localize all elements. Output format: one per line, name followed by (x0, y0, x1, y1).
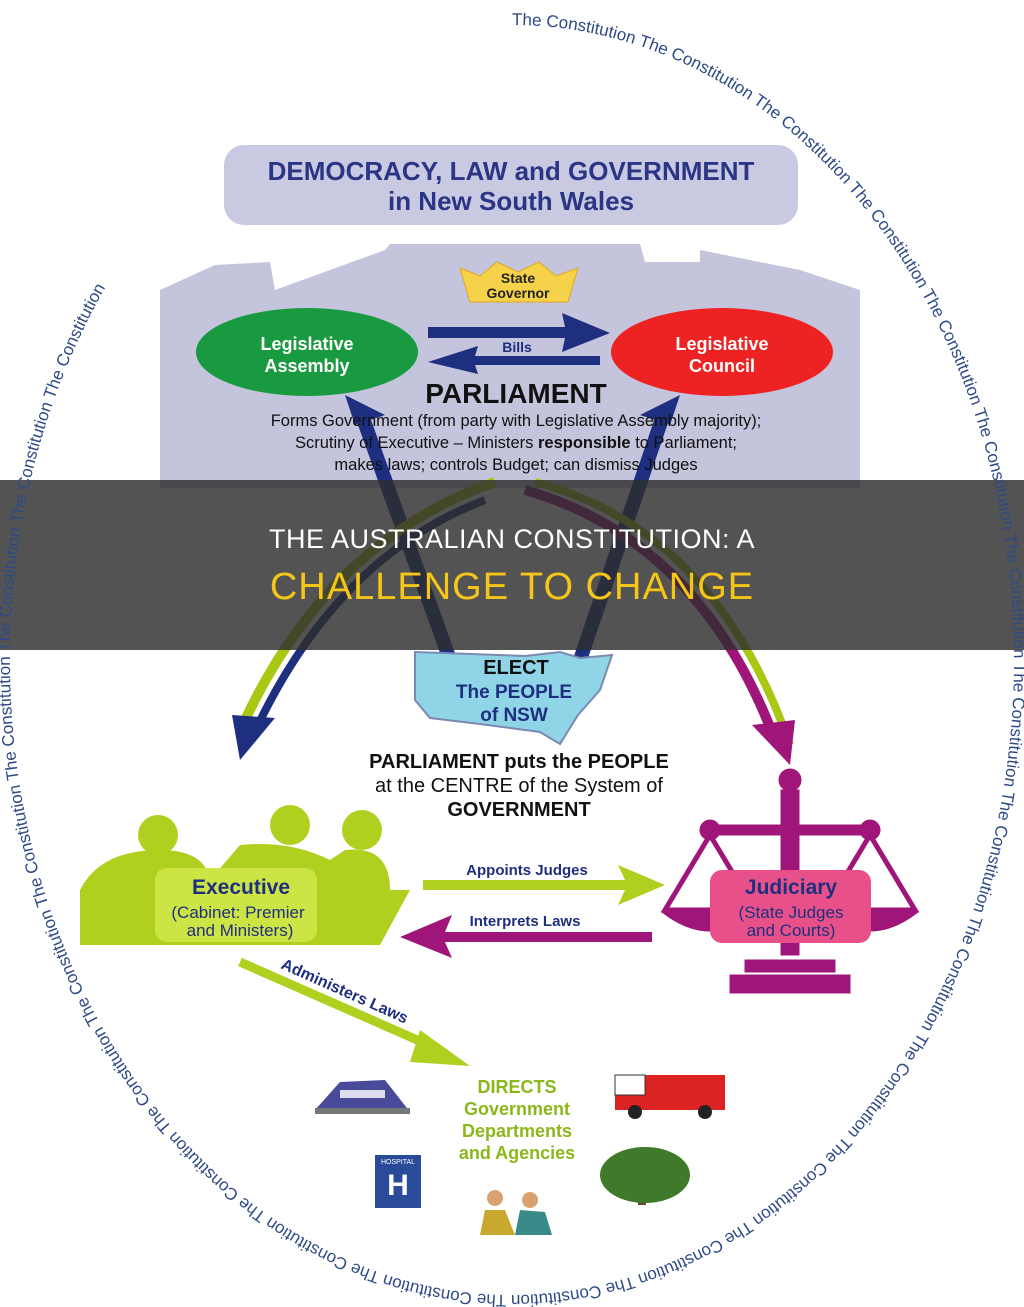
executive-box (155, 868, 317, 942)
parliament-desc-1: Forms Government (from party with Legisl… (271, 412, 762, 430)
judiciary-box (710, 870, 871, 943)
executive-title: Executive (192, 876, 290, 899)
nsw-map (414, 650, 614, 746)
directs-line-4: and Agencies (459, 1143, 575, 1163)
title-line1: DEMOCRACY, LAW and GOVERNMENT (268, 156, 755, 186)
assembly-label: Legislative (260, 334, 353, 354)
people-reading-icon (480, 1190, 552, 1235)
svg-text:HOSPITAL: HOSPITAL (381, 1159, 415, 1166)
banner-line-1: THE AUSTRALIAN CONSTITUTION: A (268, 524, 756, 554)
legislative-council (611, 308, 833, 396)
tree-icon (600, 1147, 690, 1205)
parliament-desc-3: makes laws; controls Budget; can dismiss… (334, 456, 697, 474)
governor-label: State (501, 270, 535, 286)
crown-icon (459, 261, 579, 303)
fire-truck-icon (614, 1074, 725, 1119)
bills-label: Bills (502, 339, 532, 355)
directs-line-3: Departments (462, 1121, 572, 1141)
centre-line-3: GOVERNMENT (447, 799, 590, 821)
title-line2: in New South Wales (388, 186, 634, 216)
title-box (224, 145, 798, 225)
centre-line-1: PARLIAMENT puts the PEOPLE (369, 751, 669, 773)
banner-line-2: CHALLENGE TO CHANGE (269, 566, 755, 608)
arrowhead-judiciary (752, 720, 795, 765)
appoints-arrow (423, 865, 665, 905)
executive-sub-2: and Ministers) (187, 921, 294, 940)
title-banner: THE AUSTRALIAN CONSTITUTION: A CHALLENGE… (0, 480, 1024, 650)
appoints-label: Appoints Judges (466, 862, 588, 879)
interprets-arrow (400, 915, 652, 958)
judiciary-title: Judiciary (745, 876, 838, 899)
judiciary-sub-1: (State Judges (739, 903, 844, 922)
council-label-2: Council (689, 356, 755, 376)
legislative-assembly (196, 308, 418, 396)
parliament-building (160, 244, 860, 488)
train-icon (315, 1080, 410, 1114)
arrowhead-executive (232, 715, 275, 760)
centre-line-2: at the CENTRE of the System of (375, 775, 663, 797)
governor-label-2: Governor (486, 285, 550, 301)
council-label: Legislative (675, 334, 768, 354)
judiciary-sub-2: and Courts) (747, 921, 836, 940)
administers-arrowhead (410, 1030, 470, 1066)
parliament-heading: PARLIAMENT (425, 378, 606, 409)
administers-arrow (238, 957, 442, 1055)
elect-arrowhead-r (640, 395, 680, 425)
parliament-desc-2: Scrutiny of Executive – Ministers respon… (295, 434, 737, 452)
directs-line-2: Government (464, 1099, 570, 1119)
bills-arrow-right (428, 313, 610, 352)
svg-text:H: H (387, 1169, 409, 1202)
bills-arrow-left (428, 346, 600, 374)
hospital-icon: HOSPITAL H (375, 1155, 421, 1208)
elect-arrowhead-l (345, 395, 385, 425)
interprets-label: Interprets Laws (470, 913, 581, 930)
executive-sub-1: (Cabinet: Premier (171, 903, 305, 922)
assembly-label-2: Assembly (264, 356, 349, 376)
people-label-nsw: of NSW (480, 705, 548, 726)
people-label: The PEOPLE (456, 682, 572, 703)
elect-label: ELECT (483, 657, 549, 679)
directs-line-1: DIRECTS (477, 1077, 556, 1097)
